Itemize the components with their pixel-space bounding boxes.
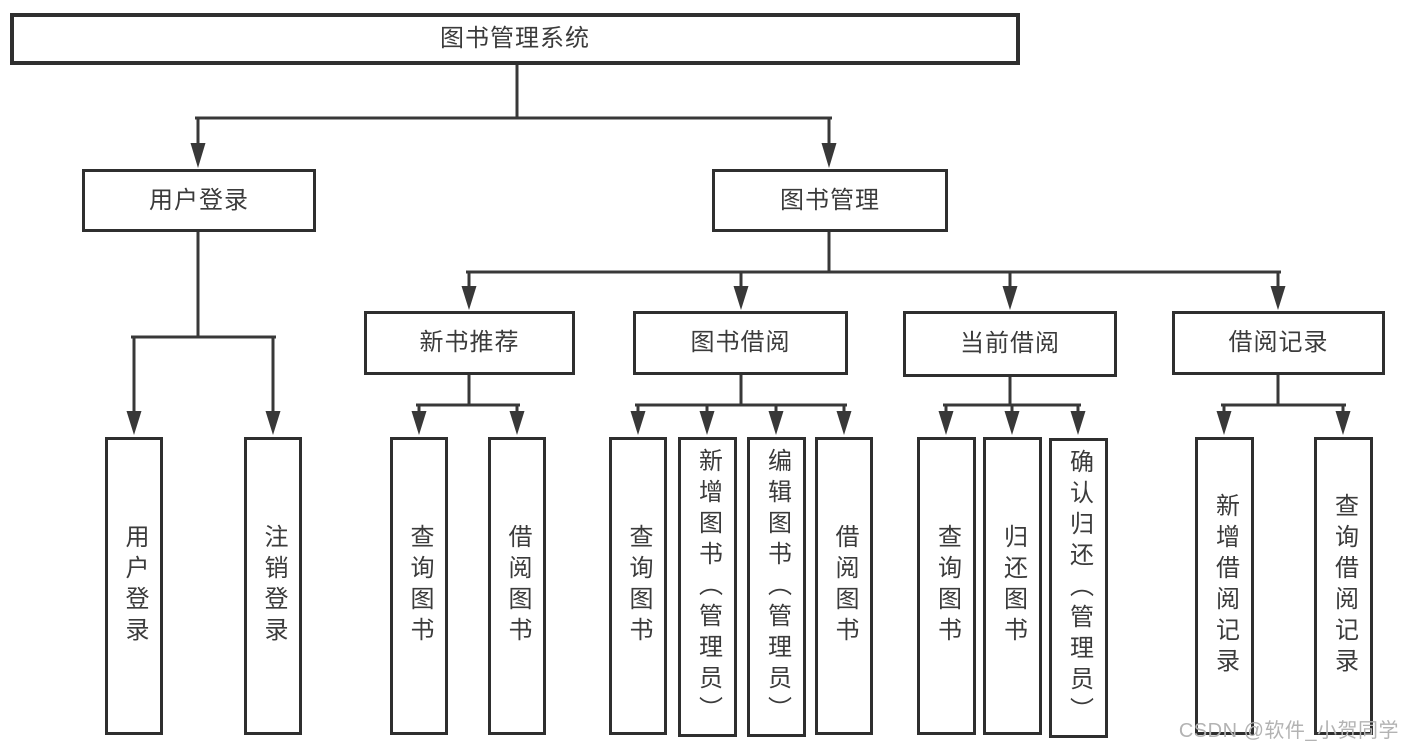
node-user-login-leaf: 用户登录 [105,437,163,735]
node-label: 注销登录 [260,524,287,648]
node-logout: 注销登录 [244,437,302,735]
node-label: 新增图书（管理员） [694,447,722,727]
node-label: 查询图书 [406,524,433,648]
node-br-add-record: 新增借阅记录 [1195,437,1254,735]
node-label: 编辑图书（管理员） [763,447,791,727]
node-label: 查询图书 [625,524,652,648]
node-book-management: 图书管理 [712,169,948,232]
node-library-management-system: 图书管理系统 [10,13,1020,65]
node-br-query-record: 查询借阅记录 [1314,437,1373,735]
node-bb-add-books-admin: 新增图书（管理员） [678,437,737,737]
node-label: 用户登录 [121,524,148,648]
node-bb-edit-books-admin: 编辑图书（管理员） [747,437,806,737]
node-label: 查询借阅记录 [1330,493,1358,679]
node-cb-query-books: 查询图书 [917,437,976,735]
node-borrowing-records: 借阅记录 [1172,311,1385,375]
node-new-book-recommendation: 新书推荐 [364,311,575,375]
node-label: 新增借阅记录 [1211,493,1239,679]
node-current-borrowing: 当前借阅 [903,311,1117,377]
node-cb-return-books: 归还图书 [983,437,1042,735]
node-user-login: 用户登录 [82,169,316,232]
node-book-borrowing: 图书借阅 [633,311,848,375]
csdn-watermark: CSDN @软件_小贺同学 [1178,720,1399,742]
node-nbr-borrow-books: 借阅图书 [488,437,546,735]
node-bb-borrow-books: 借阅图书 [815,437,873,735]
node-label: 借阅图书 [831,524,858,648]
node-bb-query-books: 查询图书 [609,437,667,735]
node-label: 查询图书 [933,524,961,648]
node-label: 确认归还（管理员） [1065,448,1093,728]
node-cb-confirm-return-admin: 确认归还（管理员） [1049,438,1108,738]
node-label: 归还图书 [999,524,1027,648]
node-label: 借阅图书 [504,524,531,648]
node-nbr-query-books: 查询图书 [390,437,448,735]
